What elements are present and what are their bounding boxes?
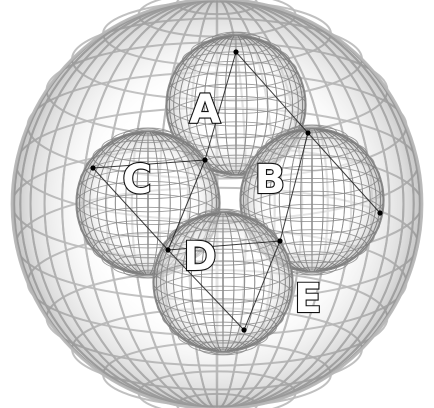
point-b-right bbox=[377, 210, 382, 215]
point-d-bottom bbox=[241, 327, 246, 332]
label-d: D bbox=[183, 234, 216, 280]
point-e bbox=[277, 238, 282, 243]
point-b bbox=[305, 130, 310, 135]
point-c-left bbox=[90, 165, 95, 170]
label-c: C bbox=[122, 157, 151, 203]
label-a: A bbox=[190, 87, 221, 133]
point-center bbox=[202, 157, 207, 162]
label-e: E bbox=[294, 276, 321, 322]
label-b: B bbox=[255, 157, 286, 203]
point-d bbox=[165, 247, 170, 252]
point-a-top bbox=[233, 49, 238, 54]
